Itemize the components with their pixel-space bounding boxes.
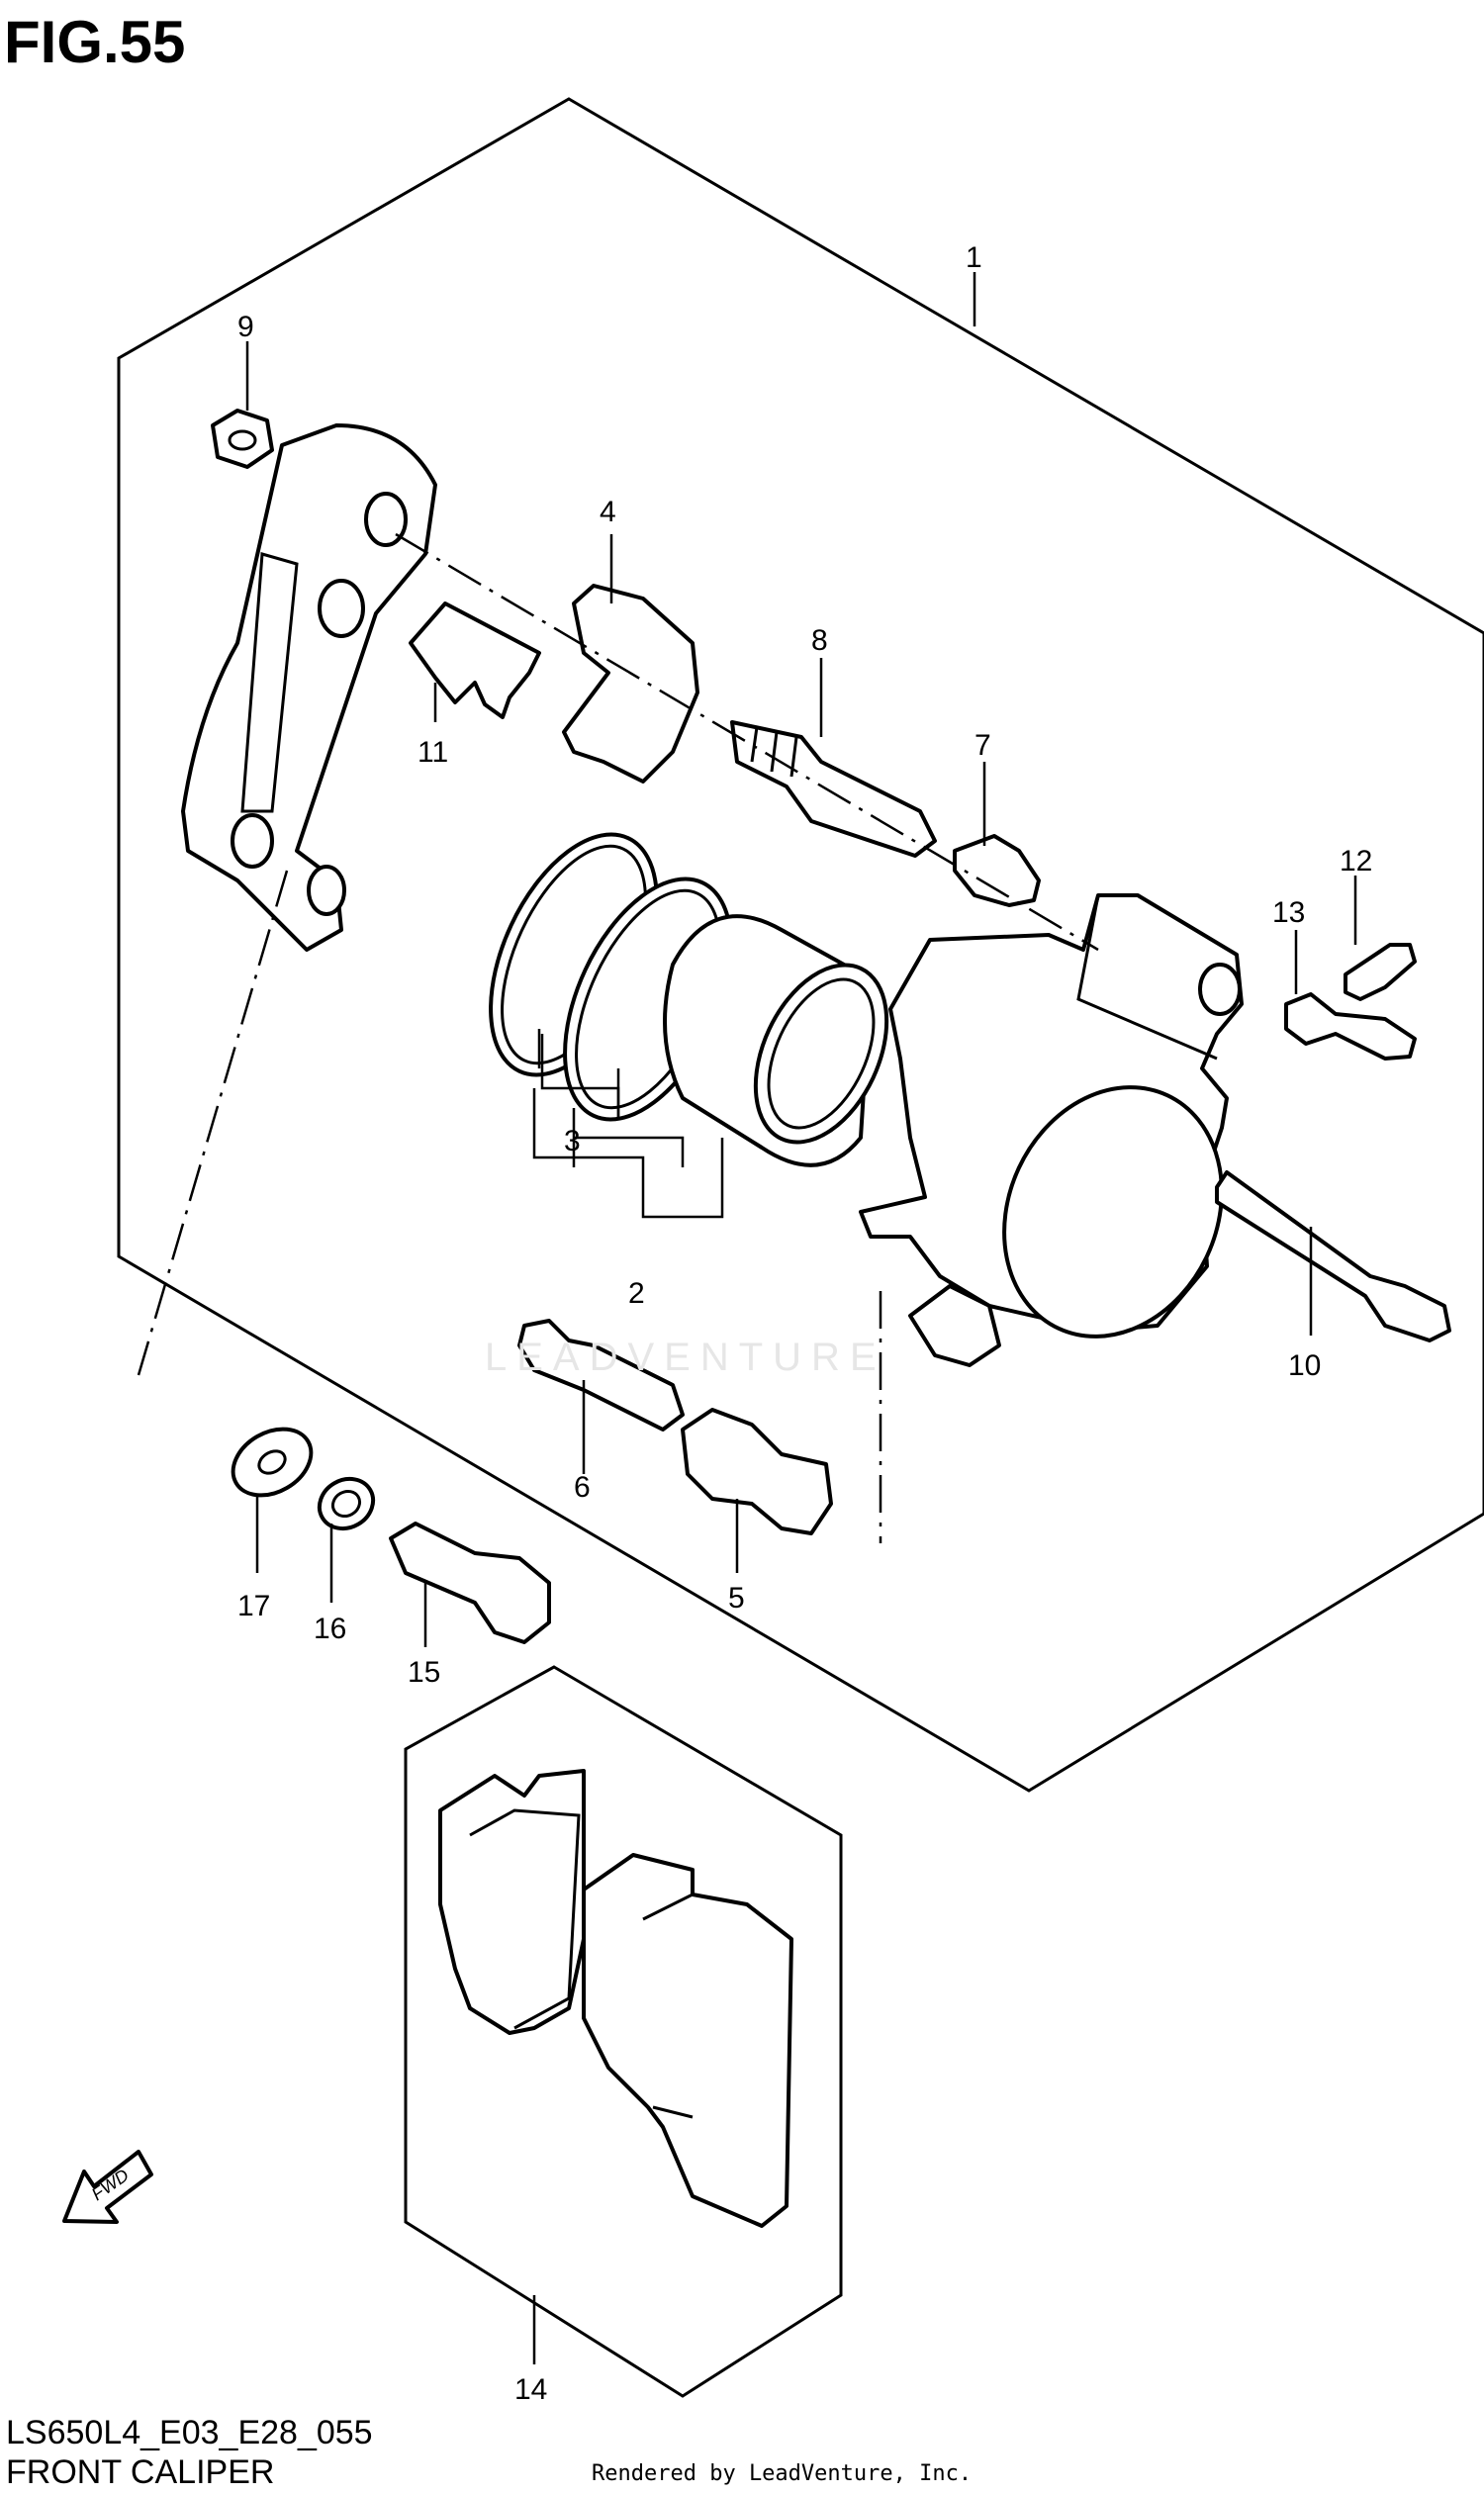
part-13-bleeder-cap[interactable] xyxy=(1284,992,1417,1061)
caliper-assembly-outline xyxy=(117,97,1484,1793)
part-7-boot[interactable] xyxy=(953,834,1041,907)
fwd-arrow-icon: FWD xyxy=(62,2150,153,2224)
callout-9: 9 xyxy=(237,311,254,343)
render-credit: Rendered by LeadVenture, Inc. xyxy=(592,2461,973,2486)
part-8-slide-pin[interactable] xyxy=(730,720,937,858)
caliper-body[interactable] xyxy=(859,893,1261,1372)
callout-8: 8 xyxy=(811,624,828,657)
callout-17: 17 xyxy=(237,1590,270,1622)
callout-13: 13 xyxy=(1272,896,1305,929)
callout-10: 10 xyxy=(1288,1349,1321,1382)
part-5-boot[interactable] xyxy=(681,1408,833,1535)
callout-5: 5 xyxy=(728,1582,745,1615)
callout-6: 6 xyxy=(574,1471,591,1504)
callout-1: 1 xyxy=(966,241,982,274)
callout-14: 14 xyxy=(514,2373,547,2406)
part-14-brake-pads[interactable] xyxy=(438,1769,793,2228)
part-9-nut[interactable] xyxy=(211,409,274,469)
callout-4: 4 xyxy=(600,496,616,528)
caliper-bracket[interactable] xyxy=(181,423,437,952)
part-12-bleeder-valve[interactable] xyxy=(1344,943,1417,1001)
part-4-pad-retainer[interactable] xyxy=(562,584,699,784)
part-15-bolt[interactable] xyxy=(389,1522,551,1644)
diagram-code: LS650L4_E03_E28_055 xyxy=(6,2414,373,2451)
figure-name: FRONT CALIPER xyxy=(6,2453,275,2491)
callout-12: 12 xyxy=(1340,845,1372,878)
callout-16: 16 xyxy=(314,1613,346,1645)
part-2-piston[interactable] xyxy=(663,914,913,1167)
part-17-washer[interactable] xyxy=(222,1416,324,1509)
leader-lines xyxy=(245,272,1357,2364)
callout-2: 2 xyxy=(628,1277,645,1310)
callout-15: 15 xyxy=(408,1656,440,1689)
callout-11: 11 xyxy=(417,736,448,769)
watermark: LEADVENTURE xyxy=(485,1336,886,1379)
mounting-axes xyxy=(137,532,1099,1543)
part-10-pad-pin[interactable] xyxy=(1215,1170,1451,1342)
callout-3: 3 xyxy=(564,1125,581,1157)
part-11-pad-spring[interactable] xyxy=(409,601,541,719)
part-16-lock-washer[interactable] xyxy=(311,1469,382,1538)
callout-7: 7 xyxy=(974,729,991,762)
figure-title: FIG.55 xyxy=(4,9,186,75)
part-6-slide-pin[interactable] xyxy=(517,1319,685,1432)
pad-set-outline xyxy=(404,1665,843,2398)
